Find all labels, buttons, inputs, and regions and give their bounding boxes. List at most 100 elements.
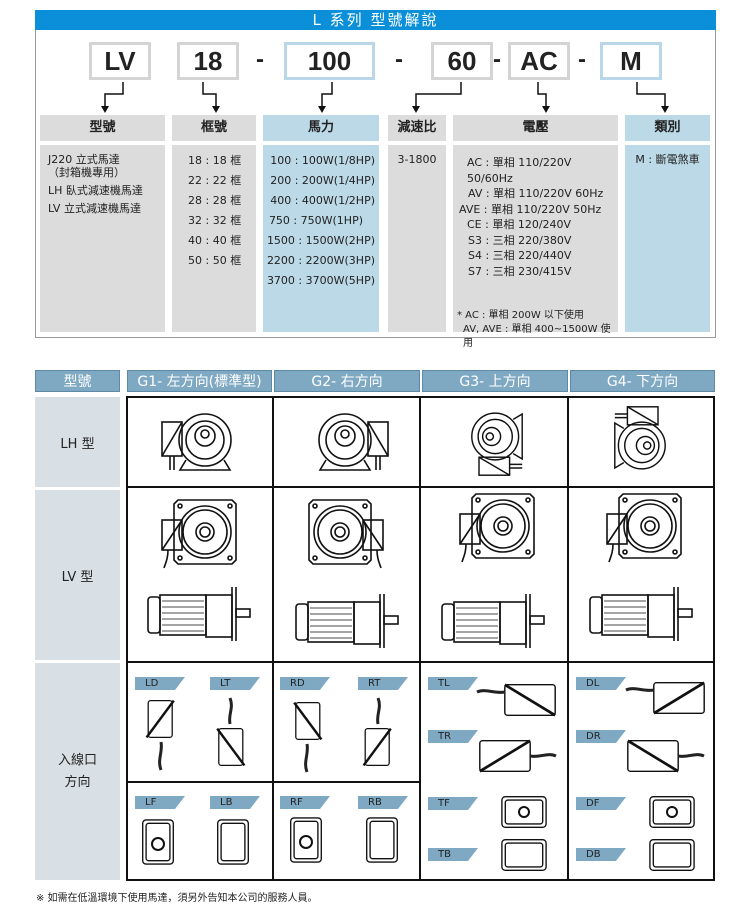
lv-g4-flange-drawing <box>605 490 685 566</box>
list-item: S3 : 三相 220/380V <box>468 233 572 247</box>
rt-drawing <box>362 697 394 772</box>
divider <box>567 396 569 881</box>
tag-tl: TL <box>428 677 478 690</box>
divider <box>126 661 715 663</box>
note-line: AV, AVE : 單相 400~1500W 使用 <box>463 324 611 349</box>
lv-g1-flange-drawing <box>160 496 240 572</box>
list-item: CE : 單相 120/240V <box>467 218 572 231</box>
code-frame: 18 <box>177 42 239 80</box>
list-item: AVE : 單相 110/220V 50Hz <box>459 202 602 216</box>
lb-drawing <box>216 818 250 866</box>
header-model: 型號 <box>35 370 120 392</box>
code-power: 100 <box>284 42 375 80</box>
power-list: 100 : 100W(1/8HP) 200 : 200W(1/4HP) 400 : … <box>263 145 379 332</box>
divider <box>126 781 420 783</box>
label-voltage: 電壓 <box>453 115 618 141</box>
list-item: S4 : 三相 220/440V <box>468 249 572 262</box>
divider <box>272 396 274 881</box>
code-voltage: AC <box>508 42 570 80</box>
tag-rt: RT <box>358 677 408 690</box>
header-g1: G1- 左方向(標準型) <box>127 370 272 392</box>
tag-db: DB <box>576 848 626 861</box>
list-item: （封箱機專用） <box>48 166 125 179</box>
lf-drawing <box>141 818 175 866</box>
list-item: LV 立式減速機馬達 <box>48 202 141 215</box>
tb-drawing <box>500 838 548 872</box>
row-label-wiring: 入線口 方向 <box>35 663 120 880</box>
tag-ld: LD <box>135 677 185 690</box>
tag-tb: TB <box>428 848 478 861</box>
rb-drawing <box>365 816 399 864</box>
tag-tf: TF <box>428 797 478 810</box>
lv-g3-side-drawing <box>440 590 546 650</box>
dl-drawing <box>625 680 706 716</box>
tag-tr: TR <box>428 730 478 743</box>
db-drawing <box>648 838 696 872</box>
code-dash: - <box>395 46 403 73</box>
voltage-note: * AC : 單相 200W 以下使用 AV, AVE : 單相 400~1500… <box>457 309 618 351</box>
list-item: 28 : 28 框 <box>188 194 242 207</box>
rd-drawing <box>291 696 323 773</box>
list-item: 18 : 18 框 <box>188 154 242 167</box>
lv-g1-side-drawing <box>146 583 252 643</box>
list-item: 22 : 22 框 <box>188 174 242 187</box>
list-item: LH 臥式減速機馬達 <box>48 184 143 197</box>
ratio-text: 3-1800 <box>397 153 437 166</box>
tag-df: DF <box>576 797 626 810</box>
list-item: 1500 : 1500W(2HP) <box>266 234 375 247</box>
list-item: 2200 : 2200W(3HP) <box>266 254 375 267</box>
row-label-lv: LV 型 <box>35 490 120 660</box>
lh-g4-motor-drawing <box>613 405 667 470</box>
header-g2: G2- 右方向 <box>274 370 420 392</box>
voltage-list: AC : 單相 110/220V 50/60Hz AV : 單相 110/220V… <box>453 145 618 349</box>
tl-drawing <box>476 682 557 718</box>
tr-drawing <box>478 738 557 774</box>
header-g3: G3- 上方向 <box>422 370 568 392</box>
tag-dr: DR <box>576 730 626 743</box>
tag-lb: LB <box>210 796 260 809</box>
code-dash: - <box>493 46 501 73</box>
code-category: M <box>600 42 662 80</box>
tag-dl: DL <box>576 677 626 690</box>
code-model: LV <box>89 42 151 80</box>
rf-drawing <box>289 816 323 864</box>
lv-g4-side-drawing <box>588 583 694 643</box>
divider <box>126 486 715 488</box>
category-value: M : 斷電煞車 <box>625 145 710 332</box>
header-g4: G4- 下方向 <box>570 370 715 392</box>
lv-g2-flange-drawing <box>305 496 385 572</box>
list-item: AC : 單相 110/220V 50/60Hz <box>467 156 572 185</box>
ratio-value: 3-1800 <box>388 145 446 332</box>
lh-g3-motor-drawing <box>470 412 524 477</box>
label-model: 型號 <box>40 115 165 141</box>
list-item: 32 : 32 框 <box>188 214 242 227</box>
lt-drawing <box>214 697 246 772</box>
note-line: * AC : 單相 200W 以下使用 <box>457 310 584 321</box>
tf-drawing <box>500 795 548 829</box>
label-ratio: 減速比 <box>388 115 446 141</box>
list-item: 100 : 100W(1/8HP) <box>270 154 375 167</box>
tag-lt: LT <box>210 677 260 690</box>
footnote: ※ 如需在低溫環境下使用馬達，須另外告知本公司的服務人員。 <box>36 893 318 904</box>
label-power: 馬力 <box>263 115 379 141</box>
model-types-list: J220 立式馬達 （封箱機專用） LH 臥式減速機馬達 LV 立式減速機馬達 <box>40 145 165 332</box>
ld-drawing <box>145 694 177 771</box>
list-item: J220 立式馬達 <box>48 153 120 166</box>
list-item: S7 : 三相 230/415V <box>468 264 572 278</box>
code-ratio: 60 <box>431 42 493 80</box>
tag-lf: LF <box>135 796 185 809</box>
list-item: 400 : 400W(1/2HP) <box>270 194 375 207</box>
lv-g3-flange-drawing <box>458 490 538 566</box>
tag-rd: RD <box>280 677 330 690</box>
tag-rf: RF <box>280 796 330 809</box>
code-dash: - <box>256 46 264 73</box>
list-item: AV : 單相 110/220V 60Hz <box>468 187 604 200</box>
label-frame: 框號 <box>172 115 256 141</box>
panel-title: L 系列 型號解說 <box>35 10 716 30</box>
tag-rb: RB <box>358 796 408 809</box>
dr-drawing <box>626 738 705 774</box>
list-item: 200 : 200W(1/4HP) <box>270 174 375 187</box>
row-label-lh: LH 型 <box>35 397 120 487</box>
lv-g2-side-drawing <box>294 590 400 650</box>
